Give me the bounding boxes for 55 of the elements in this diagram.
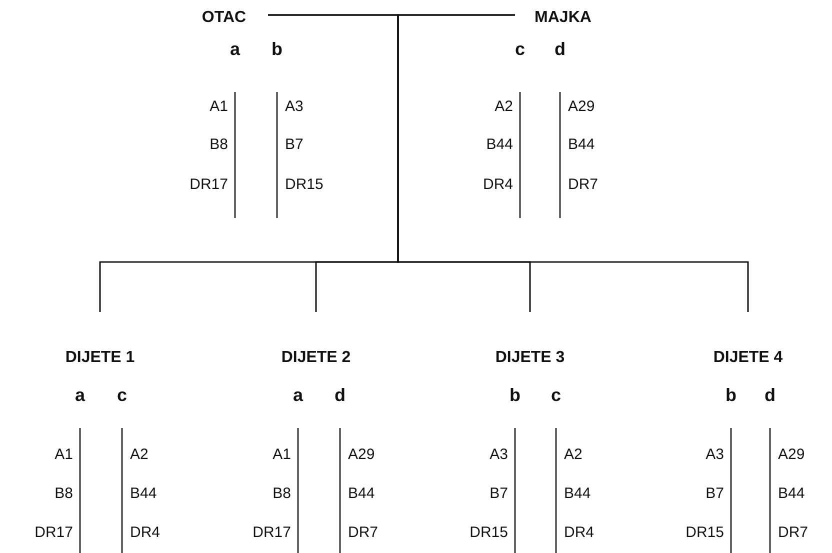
hla-allele: A3 <box>285 98 304 116</box>
hla-allele: A3 <box>706 446 724 464</box>
haplotype-letter: a <box>292 386 304 404</box>
hla-allele: A1 <box>54 446 73 464</box>
person-name: MAJKA <box>534 8 592 28</box>
haplotype-letter: c <box>514 40 526 58</box>
hla-allele: DR4 <box>130 524 160 542</box>
haplotype-letter: c <box>550 386 562 404</box>
haplotype-letter: a <box>228 40 242 58</box>
person-name: DIJETE 3 <box>495 348 565 368</box>
hla-allele: A29 <box>778 446 805 464</box>
haplotype-letter: d <box>334 386 346 404</box>
hla-allele: A3 <box>490 446 508 464</box>
hla-allele: B8 <box>210 136 228 154</box>
haplotype-letter: c <box>116 386 128 404</box>
person-name: DIJETE 2 <box>281 348 351 368</box>
hla-allele: DR17 <box>34 524 73 542</box>
hla-allele: B7 <box>285 136 304 154</box>
hla-allele: A2 <box>494 98 513 116</box>
hla-allele: DR17 <box>190 176 228 194</box>
person-name: OTAC <box>202 8 246 28</box>
hla-allele: DR4 <box>482 176 513 194</box>
hla-allele: DR4 <box>564 524 594 542</box>
haplotype-letter: d <box>554 40 566 58</box>
hla-allele: DR15 <box>470 524 508 542</box>
hla-allele: DR7 <box>778 524 808 542</box>
haplotype-letter: b <box>724 386 738 404</box>
haplotype-letter: b <box>508 386 522 404</box>
hla-allele: B44 <box>568 136 595 154</box>
hla-allele: B44 <box>130 485 157 503</box>
hla-allele: B44 <box>564 485 591 503</box>
hla-allele: B7 <box>706 485 724 503</box>
haplotype-letter: b <box>270 40 284 58</box>
hla-allele: B44 <box>348 485 375 503</box>
hla-allele: B8 <box>272 485 291 503</box>
haplotype-letter: d <box>764 386 776 404</box>
hla-allele: DR17 <box>252 524 291 542</box>
hla-allele: B44 <box>778 485 805 503</box>
hla-allele: B44 <box>486 136 513 154</box>
hla-allele: DR7 <box>568 176 598 194</box>
hla-allele: A29 <box>568 98 595 116</box>
hla-allele: DR15 <box>686 524 724 542</box>
hla-allele: DR15 <box>285 176 324 194</box>
hla-allele: B8 <box>54 485 73 503</box>
person-name: DIJETE 1 <box>65 348 135 368</box>
hla-allele: B7 <box>490 485 508 503</box>
hla-allele: A2 <box>130 446 148 464</box>
hla-allele: A1 <box>210 98 228 116</box>
family-line <box>397 14 749 312</box>
haplotype-letter: a <box>74 386 86 404</box>
hla-allele: A29 <box>348 446 375 464</box>
hla-allele: A2 <box>564 446 582 464</box>
hla-allele: A1 <box>272 446 291 464</box>
hla-allele: DR7 <box>348 524 378 542</box>
person-name: DIJETE 4 <box>713 348 783 368</box>
